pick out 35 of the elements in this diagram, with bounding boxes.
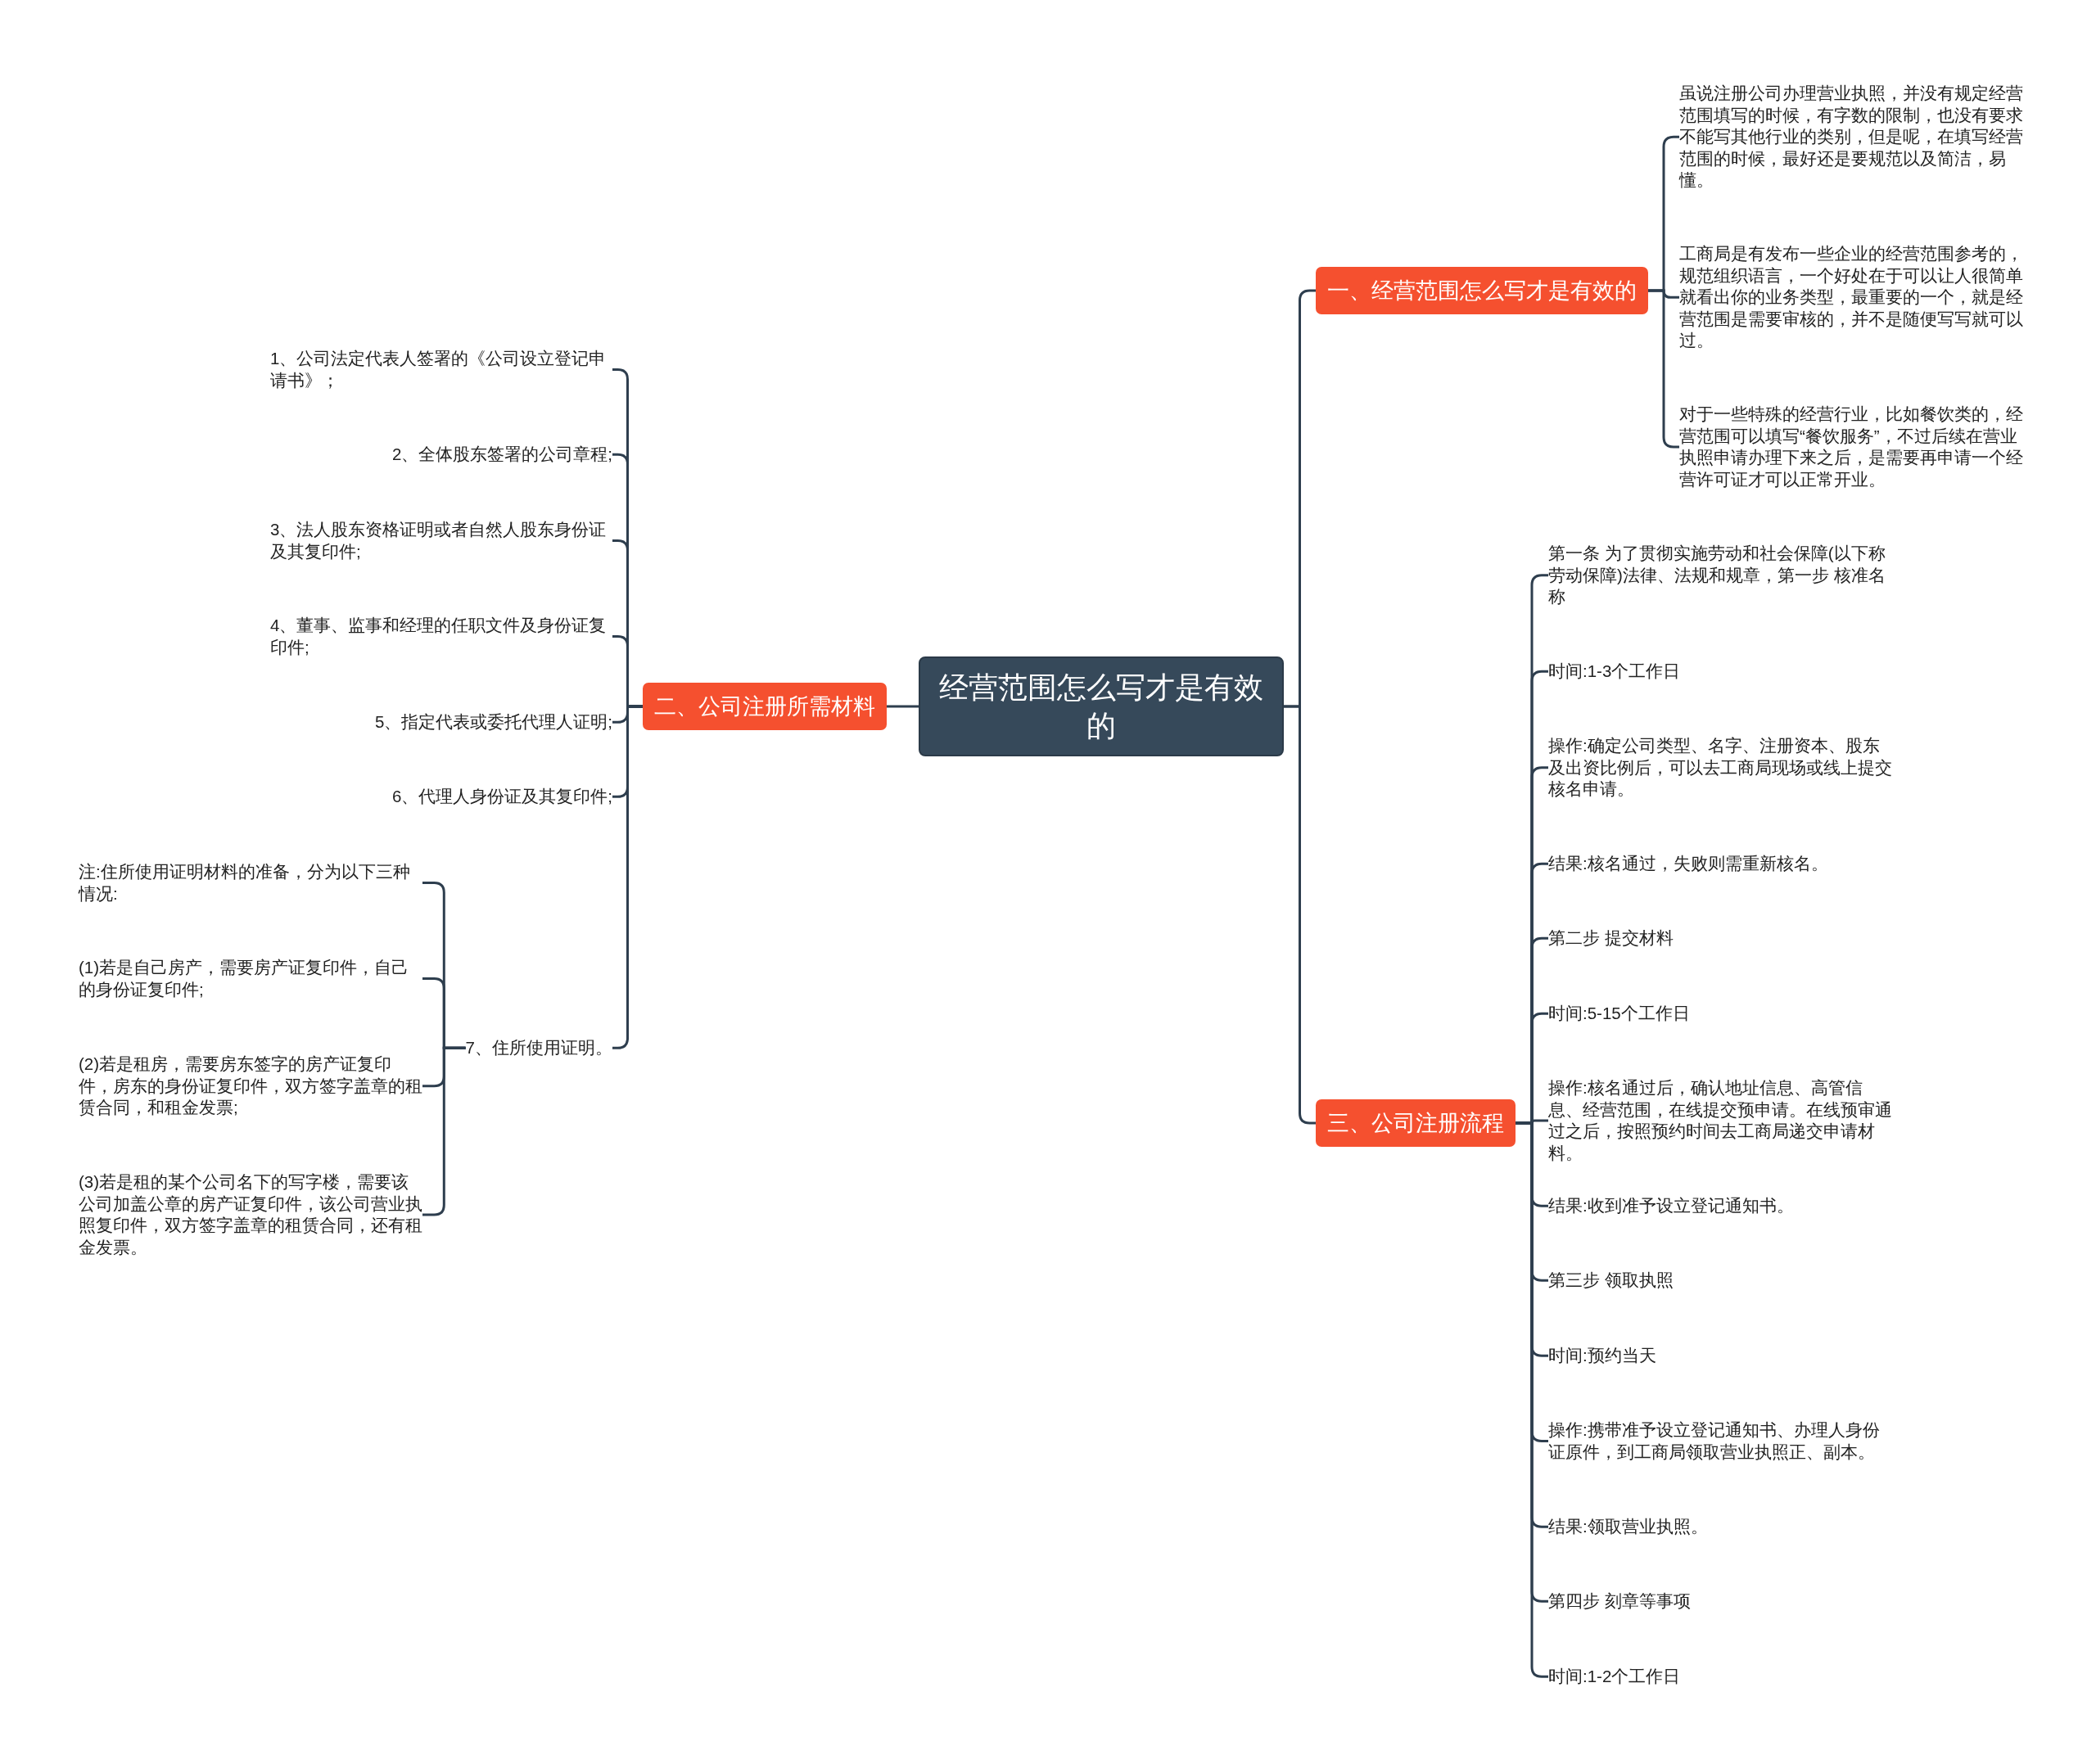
topic-text: 4、董事、监事和经理的任职文件及身份证复印件;: [270, 615, 612, 658]
topic-text: 1、公司法定代表人签署的《公司设立登记申请书》；: [270, 348, 612, 391]
topic-text: 结果:收到准予设立登记通知书。: [1548, 1195, 1794, 1217]
topic-text: 结果:核名通过，失败则需重新核名。: [1548, 853, 1828, 875]
topic-text: (1)若是自己房产，需要房产证复印件，自己的身份证复印件;: [79, 957, 422, 1000]
topic-text: 操作:确定公司类型、名字、注册资本、股东及出资比例后，可以去工商局现场或线上提交核名申请。: [1548, 735, 1892, 801]
branch-topic-box: 三、公司注册流程: [1316, 1099, 1516, 1147]
topic-text: 第二步 提交材料: [1548, 927, 1674, 950]
branch-topic-box: 一、经营范围怎么写才是有效的: [1316, 267, 1648, 314]
topic-text: 时间:5-15个工作日: [1548, 1003, 1690, 1025]
connector-line: [887, 705, 919, 708]
connector-line: [1284, 705, 1316, 1125]
central-topic-box: 经营范围怎么写才是有效的: [919, 656, 1284, 756]
topic-text: 对于一些特殊的经营行业，比如餐饮类的，经营范围可以填写“餐饮服务”，不过后续在营业执照申请办理下来之后，是需要再申请一个经营许可证才可以正常开业。: [1679, 404, 2023, 490]
topic-text: 操作:核名通过后，确认地址信息、高管信息、经营范围，在线提交预申请。在线预审通过之后，按照预约时间去工商局递交申请材料。: [1548, 1077, 1892, 1164]
topic-text: 5、指定代表或委托代理人证明;: [374, 711, 612, 733]
topic-text: 6、代理人身份证及其复印件;: [391, 786, 612, 808]
topic-text: 7、住所使用证明。: [465, 1037, 612, 1059]
topic-text: 时间:1-3个工作日: [1548, 661, 1681, 683]
topic-text: 第一条 为了贯彻实施劳动和社会保障(以下称劳动保障)法律、法规和规章，第一步 核准名称: [1548, 543, 1892, 608]
topic-text: 工商局是有发布一些企业的经营范围参考的，规范组织语言，一个好处在于可以让人很简单就看出你的业务类型，最重要的一个，就是经营范围是需要审核的，并不是随便写写就可以过。: [1679, 243, 2023, 352]
topic-text: 2、全体股东签署的公司章程;: [391, 444, 612, 466]
topic-text: 时间:预约当天: [1548, 1345, 1656, 1367]
topic-text: 第三步 领取执照: [1548, 1270, 1674, 1292]
topic-text: 第四步 刻章等事项: [1548, 1590, 1691, 1613]
connector-line: [612, 705, 643, 1049]
topic-text: 虽说注册公司办理营业执照，并没有规定经营范围填写的时候，有字数的限制，也没有要求不能写其他行业的类别，但是呢，在填写经营范围的时候，最好还是要规范以及简洁，易懂。: [1679, 83, 2023, 192]
topic-text: (3)若是租的某个公司名下的写字楼，需要该公司加盖公章的房产证复印件，该公司营业执照复印件，双方签字盖章的租赁合同，还有租金发票。: [79, 1171, 422, 1258]
branch-topic-box: 二、公司注册所需材料: [643, 683, 887, 730]
topic-text: 注:住所使用证明材料的准备，分为以下三种情况:: [79, 861, 422, 905]
topic-text: 操作:携带准予设立登记通知书、办理人身份证原件，到工商局领取营业执照正、副本。: [1548, 1419, 1892, 1463]
topic-text: 结果:领取营业执照。: [1548, 1516, 1708, 1538]
topic-text: 时间:1-2个工作日: [1548, 1666, 1681, 1688]
topic-text: 3、法人股东资格证明或者自然人股东身份证及其复印件;: [270, 519, 612, 562]
topic-text: (2)若是租房，需要房东签字的房产证复印件，房东的身份证复印件，双方签字盖章的租赁合同，和租金发票;: [79, 1053, 422, 1119]
